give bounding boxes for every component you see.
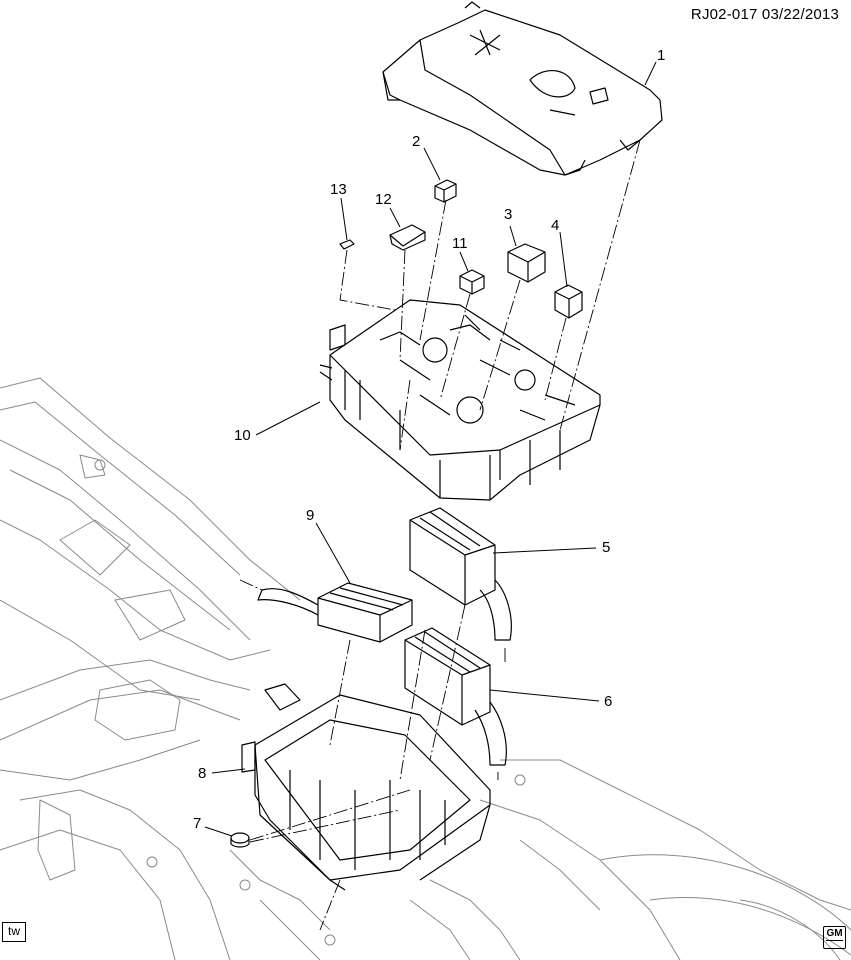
part-7-nut xyxy=(230,832,250,848)
reference-code: RJ02-017 03/22/2013 xyxy=(690,6,839,23)
callout-12: 12 xyxy=(375,191,392,208)
part-12-fuse-puller xyxy=(389,224,426,251)
callout-5: 5 xyxy=(602,539,611,556)
gm-logo: GM xyxy=(823,926,846,949)
callout-10: 10 xyxy=(234,427,251,444)
part-1-cover xyxy=(382,1,663,176)
callout-8: 8 xyxy=(198,765,207,782)
callout-9: 9 xyxy=(306,507,315,524)
part-3-relay xyxy=(507,243,546,283)
callout-1: 1 xyxy=(657,47,666,64)
alignment-lines xyxy=(239,139,641,931)
part-6-connector xyxy=(404,627,507,766)
gm-logo-text: GM xyxy=(826,928,843,939)
part-13-clip xyxy=(339,239,355,250)
gm-logo-underline xyxy=(826,940,843,947)
part-2-fuse xyxy=(434,179,457,203)
part-4-relay xyxy=(554,284,583,319)
callout-4: 4 xyxy=(551,217,560,234)
leader-lines xyxy=(204,61,657,837)
callout-11: 11 xyxy=(452,235,468,252)
callout-13: 13 xyxy=(330,181,347,198)
callout-2: 2 xyxy=(412,133,421,150)
part-5-connector xyxy=(409,507,512,641)
tw-badge: tw xyxy=(2,922,26,942)
part-11-relay xyxy=(459,269,485,295)
callout-6: 6 xyxy=(604,693,613,710)
vehicle-body-background xyxy=(0,377,851,960)
callout-3: 3 xyxy=(504,206,513,223)
part-8-lower-housing xyxy=(241,683,491,891)
part-10-fuse-block xyxy=(319,299,601,501)
callout-7: 7 xyxy=(193,815,202,832)
part-9-connector xyxy=(257,582,413,643)
